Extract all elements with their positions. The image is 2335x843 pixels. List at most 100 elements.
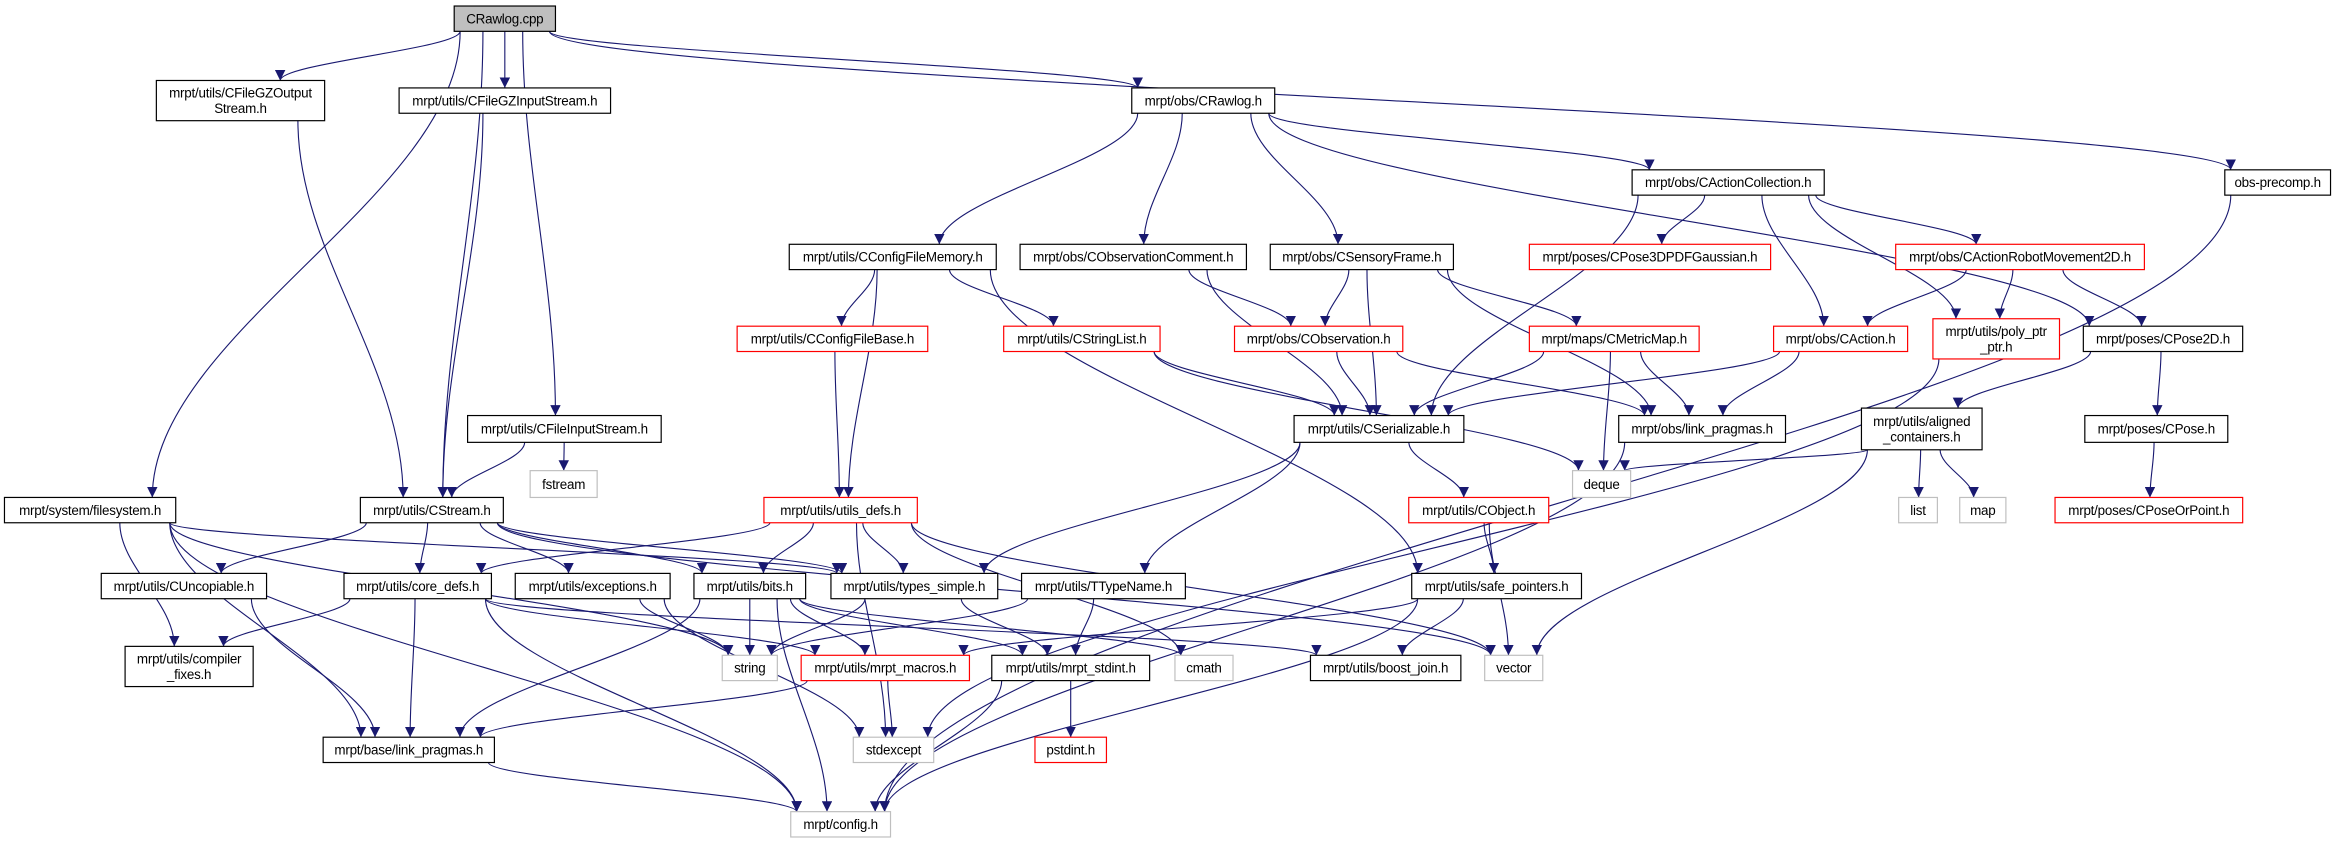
node-rawlogh[interactable]: mrpt/obs/CRawlog.h xyxy=(1131,87,1276,114)
node-box xyxy=(1411,572,1583,600)
node-arm2d[interactable]: mrpt/obs/CActionRobotMovement2D.h xyxy=(1895,243,2145,271)
edge-metric-to-deque xyxy=(1598,351,1612,471)
node-exceptions[interactable]: mrpt/utils/exceptions.h xyxy=(514,572,671,600)
node-pose3d[interactable]: mrpt/poses/CPose3DPDFGaussian.h xyxy=(1528,243,1772,271)
node-obscomm[interactable]: mrpt/obs/CObservationComment.h xyxy=(1019,243,1248,271)
node-box xyxy=(1860,407,1983,451)
node-box xyxy=(1034,736,1108,764)
edge-utilsdefs-to-stdexcept xyxy=(855,522,891,738)
node-aligned[interactable]: mrpt/utils/aligned_containers.h xyxy=(1860,407,1983,451)
node-cstream[interactable]: mrpt/utils/CStream.h xyxy=(359,496,504,524)
nodes-layer: CRawlog.cpp mrpt/utils/CFileGZOutputStrea… xyxy=(3,5,2332,838)
node-label: fstream xyxy=(542,477,585,492)
node-box xyxy=(1408,496,1550,524)
node-label: mrpt/maps/CMetricMap.h xyxy=(1542,332,1687,347)
node-bits[interactable]: mrpt/utils/bits.h xyxy=(693,572,807,600)
edge-precomp-to-config xyxy=(879,195,2232,812)
node-precomp[interactable]: obs-precomp.h xyxy=(2224,169,2332,196)
node-list[interactable]: list xyxy=(1898,496,1938,524)
edge-serial-to-ttype xyxy=(1139,442,1301,574)
node-label: vector xyxy=(1496,661,1532,676)
node-label: map xyxy=(1970,503,1995,518)
node-filesystem[interactable]: mrpt/system/filesystem.h xyxy=(3,496,177,524)
edge-serial-to-cobject xyxy=(1408,442,1469,498)
edge-actcoll-to-pose3d xyxy=(1656,195,1706,245)
node-box xyxy=(453,5,557,32)
node-string[interactable]: string xyxy=(721,654,778,682)
node-sframe[interactable]: mrpt/obs/CSensoryFrame.h xyxy=(1269,243,1455,271)
edge-bits-to-baselink xyxy=(454,598,701,738)
node-config[interactable]: mrpt/config.h xyxy=(790,811,892,838)
edge-utilsdefs-to-types xyxy=(862,522,909,574)
node-stdint[interactable]: mrpt/utils/mrpt_stdint.h xyxy=(991,654,1151,682)
node-label: mrpt/obs/CObservationComment.h xyxy=(1033,250,1233,265)
node-coredefs[interactable]: mrpt/utils/core_defs.h xyxy=(343,572,493,600)
node-obs[interactable]: mrpt/obs/CObservation.h xyxy=(1233,325,1404,353)
node-metric[interactable]: mrpt/maps/CMetricMap.h xyxy=(1528,325,1700,353)
node-serial[interactable]: mrpt/utils/CSerializable.h xyxy=(1293,414,1465,443)
node-pstdint[interactable]: pstdint.h xyxy=(1034,736,1108,764)
edge-coredefs-to-macros xyxy=(484,598,821,656)
node-polyptr[interactable]: mrpt/utils/poly_ptr_ptr.h xyxy=(1932,318,2061,360)
edge-pose2d-to-aligned xyxy=(1952,351,2092,409)
edge-aligned-to-deque xyxy=(1619,449,1868,472)
node-cmath[interactable]: cmath xyxy=(1174,654,1234,682)
node-label: cmath xyxy=(1186,661,1221,676)
edge-utilsdefs-to-bits xyxy=(758,522,814,574)
node-deque[interactable]: deque xyxy=(1571,470,1632,499)
edge-aligned-to-vector xyxy=(1531,449,1868,656)
edge-uncop-to-baselink xyxy=(250,598,381,738)
edge-utilsdefs-to-vector xyxy=(910,522,1496,656)
node-poseorpt[interactable]: mrpt/poses/CPoseOrPoint.h xyxy=(2054,496,2244,524)
edge-aligned-to-list xyxy=(1913,449,1924,498)
node-box xyxy=(2084,414,2229,443)
node-compfix[interactable]: mrpt/utils/compiler_fixes.h xyxy=(124,645,254,688)
node-box xyxy=(852,736,935,764)
node-map[interactable]: map xyxy=(1959,496,2007,524)
node-label: pstdint.h xyxy=(1046,743,1095,758)
node-utilsdefs[interactable]: mrpt/utils/utils_defs.h xyxy=(763,496,918,524)
node-types[interactable]: mrpt/utils/types_simple.h xyxy=(830,572,999,600)
node-uncop[interactable]: mrpt/utils/CUncopiable.h xyxy=(100,572,268,600)
edge-rawlogh-to-actcoll xyxy=(1268,112,1655,171)
node-gzin[interactable]: mrpt/utils/CFileGZInputStream.h xyxy=(398,87,612,114)
edge-ttype-to-stdint xyxy=(1070,598,1095,656)
node-box xyxy=(1959,496,2007,524)
edge-strlist-to-serial xyxy=(1153,351,1340,416)
edge-gzin-to-cstream xyxy=(437,113,484,498)
node-obslink[interactable]: mrpt/obs/link_pragmas.h xyxy=(1618,414,1787,443)
node-box xyxy=(1293,414,1465,443)
node-pose[interactable]: mrpt/poses/CPose.h xyxy=(2084,414,2229,443)
edge-cstream-to-coredefs xyxy=(414,522,429,574)
node-label: mrpt/obs/link_pragmas.h xyxy=(1631,422,1772,437)
edge-ttype-to-string xyxy=(766,598,1029,656)
node-actcoll[interactable]: mrpt/obs/CActionCollection.h xyxy=(1631,169,1825,196)
node-label: mrpt/utils/boost_join.h xyxy=(1323,661,1448,676)
node-label: mrpt/base/link_pragmas.h xyxy=(334,743,483,758)
node-safeptr[interactable]: mrpt/utils/safe_pointers.h xyxy=(1411,572,1583,600)
node-cobject[interactable]: mrpt/utils/CObject.h xyxy=(1408,496,1550,524)
node-ttype[interactable]: mrpt/utils/TTypeName.h xyxy=(1020,572,1186,600)
node-pose2d[interactable]: mrpt/poses/CPose2D.h xyxy=(2082,325,2244,353)
node-strlist[interactable]: mrpt/utils/CStringList.h xyxy=(1003,325,1161,353)
node-cfgbase[interactable]: mrpt/utils/CConfigFileBase.h xyxy=(736,325,929,353)
node-boostjoin[interactable]: mrpt/utils/boost_join.h xyxy=(1309,654,1462,682)
node-cfgmem[interactable]: mrpt/utils/CConfigFileMemory.h xyxy=(788,243,997,271)
node-baselink[interactable]: mrpt/base/link_pragmas.h xyxy=(322,736,495,764)
node-vector[interactable]: vector xyxy=(1484,654,1544,682)
node-label: mrpt/utils/compiler xyxy=(137,651,242,666)
node-box xyxy=(991,654,1151,682)
node-action[interactable]: mrpt/obs/CAction.h xyxy=(1772,325,1909,353)
node-fstream[interactable]: fstream xyxy=(529,470,598,499)
edge-arm2d-to-polyptr xyxy=(1994,269,2014,319)
edge-baselink-to-config xyxy=(487,762,802,813)
node-macros[interactable]: mrpt/utils/mrpt_macros.h xyxy=(800,654,971,682)
node-box xyxy=(1003,325,1161,353)
node-cpp[interactable]: CRawlog.cpp xyxy=(453,5,557,32)
node-stdexcept[interactable]: stdexcept xyxy=(852,736,935,764)
node-finput[interactable]: mrpt/utils/CFileInputStream.h xyxy=(467,414,662,443)
node-box xyxy=(1932,318,2061,360)
node-box xyxy=(1895,243,2145,271)
